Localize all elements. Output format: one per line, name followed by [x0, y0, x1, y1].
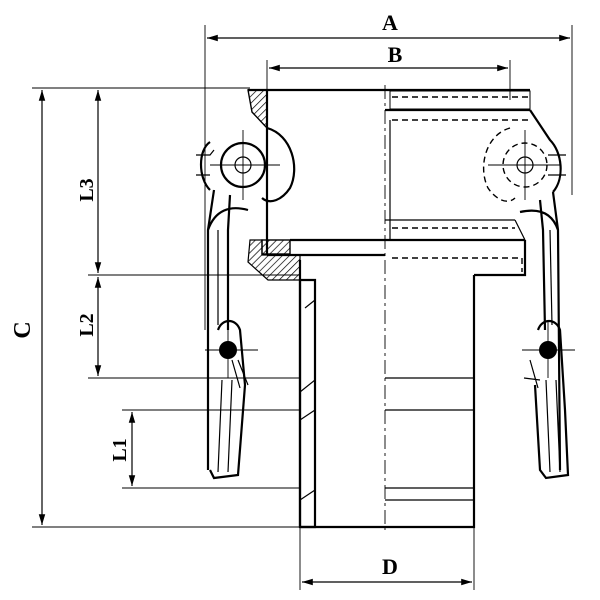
right-cam-lever [482, 109, 575, 480]
label-a: A [382, 10, 398, 35]
dimension-d: D [299, 520, 475, 590]
label-l2: L2 [76, 313, 98, 336]
coupler-body-exterior [385, 88, 531, 529]
label-b: B [388, 42, 403, 67]
hatched-seat-ring [261, 239, 291, 255]
label-l3: L3 [76, 178, 98, 201]
coupler-body-section [247, 88, 385, 529]
label-c: C [10, 321, 36, 338]
dimension-l2: L2 [76, 277, 300, 379]
label-l1: L1 [109, 438, 131, 461]
label-d: D [382, 554, 398, 579]
dimension-a: A [204, 10, 573, 330]
left-cam-lever [196, 126, 296, 480]
dimension-l1: L1 [109, 409, 300, 489]
hatched-ring-top [247, 89, 268, 130]
dimension-c: C [10, 87, 305, 528]
